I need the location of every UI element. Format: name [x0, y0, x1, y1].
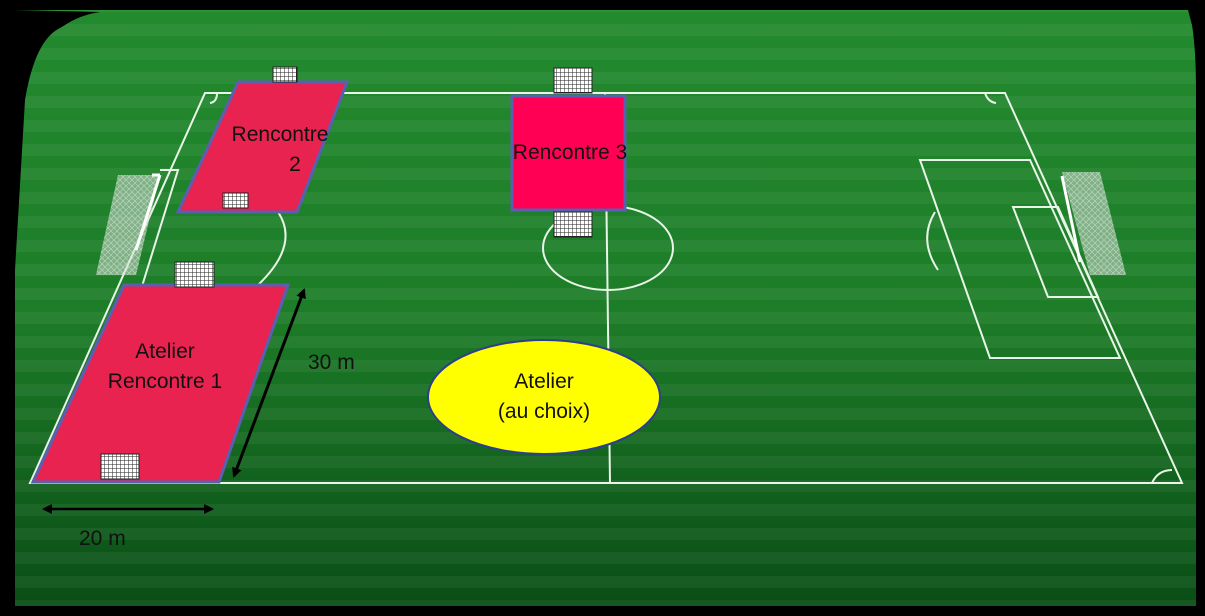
rencontre-2-label: Rencontre 2 [210, 120, 350, 180]
rencontre-1-label: Atelier Rencontre 1 [85, 337, 245, 397]
rencontre-3-label: Rencontre 3 [490, 138, 650, 168]
mini-goal-icon [554, 68, 592, 93]
mini-goal-icon [175, 262, 214, 287]
mini-goal-icon [273, 67, 297, 82]
dimension-label-30m: 30 m [308, 348, 355, 378]
mini-goal-icon [223, 193, 248, 208]
dimension-label-20m: 20 m [79, 524, 126, 554]
mini-goal-icon [101, 454, 139, 479]
mini-goal-icon [554, 212, 592, 237]
atelier-au-choix-label: Atelier (au choix) [464, 367, 624, 427]
